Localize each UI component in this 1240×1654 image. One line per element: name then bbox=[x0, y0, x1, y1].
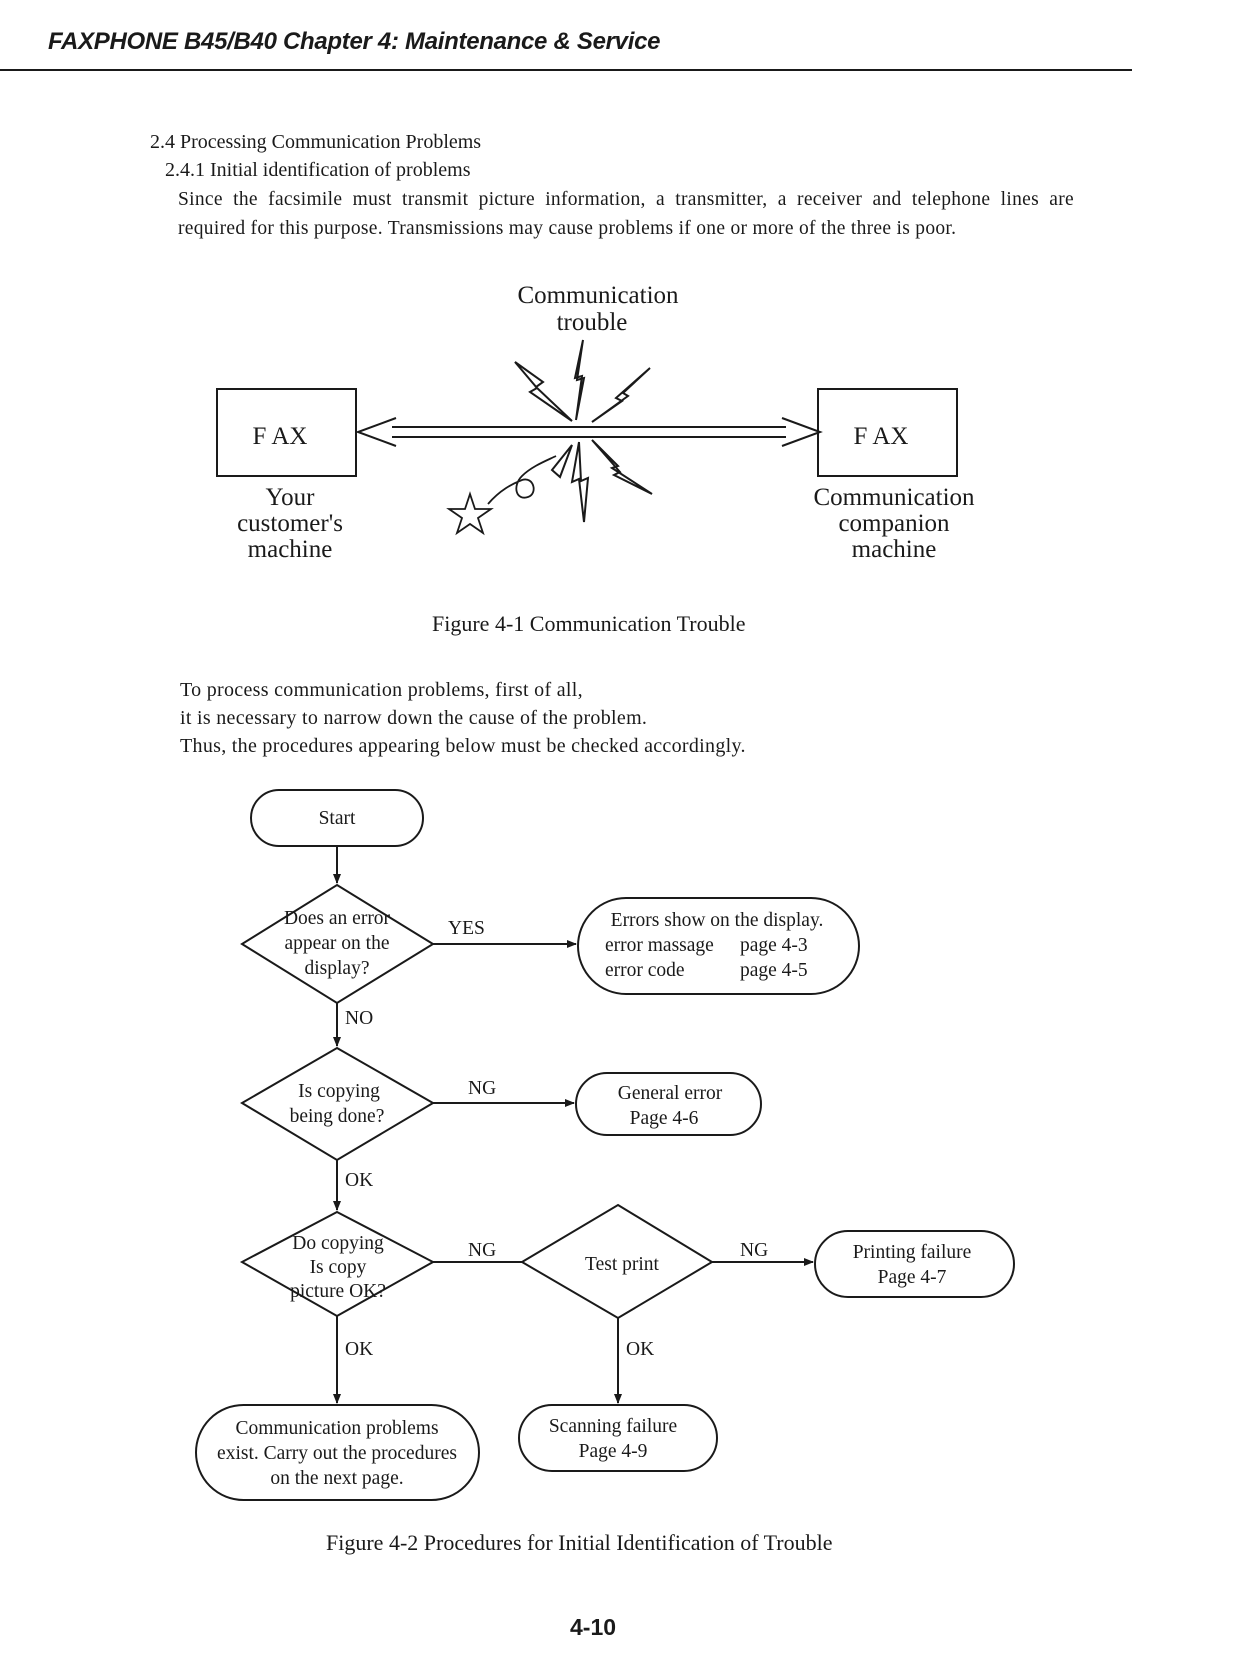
q2-line2: being done? bbox=[290, 1106, 385, 1127]
communication-problems-box bbox=[195, 1404, 480, 1501]
figure-flowchart bbox=[195, 789, 1015, 1501]
tp-ng-label: NG bbox=[740, 1240, 768, 1261]
intro-text: To process communication problems, first… bbox=[180, 676, 746, 760]
scanning-line2: Page 4-9 bbox=[579, 1441, 648, 1462]
q1-no-label: NO bbox=[345, 1008, 373, 1029]
errors-line3: page 4-3 bbox=[740, 935, 808, 956]
document-header: FAXPHONE B45/B40 Chapter 4: Maintenance … bbox=[48, 28, 661, 55]
q3-line1: Do copying bbox=[292, 1233, 384, 1254]
scanning-line1: Scanning failure bbox=[549, 1416, 677, 1437]
squiggle-icon bbox=[487, 455, 557, 505]
trouble-label-line1: Communication bbox=[517, 282, 679, 309]
flowchart-labels: Start Does an error appear on the displa… bbox=[217, 808, 971, 1489]
general-line1: General error bbox=[618, 1083, 723, 1104]
q2-line1: Is copying bbox=[298, 1081, 380, 1102]
general-error-box bbox=[575, 1072, 762, 1136]
companion-fax-label: F AX bbox=[854, 423, 909, 450]
q1-line1: Does an error bbox=[284, 908, 391, 929]
trouble-label-line2: trouble bbox=[557, 309, 628, 336]
errors-line2: error massage bbox=[605, 935, 714, 956]
intro-line2: it is necessary to narrow down the cause… bbox=[180, 707, 648, 729]
errors-line5: page 4-5 bbox=[740, 960, 808, 981]
figure-communication-trouble: Communication trouble F AX F AX Your cus… bbox=[216, 282, 975, 563]
errors-result-box bbox=[577, 897, 860, 995]
header-rule bbox=[0, 69, 1132, 71]
figure1-caption: Figure 4-1 Communication Trouble bbox=[432, 611, 746, 636]
comm-line2: exist. Carry out the procedures bbox=[217, 1443, 457, 1464]
q3-ng-label: NG bbox=[468, 1240, 496, 1261]
comm-line1: Communication problems bbox=[235, 1418, 438, 1439]
star-icon bbox=[446, 491, 494, 536]
printing-line2: Page 4-7 bbox=[878, 1267, 947, 1288]
printing-line1: Printing failure bbox=[853, 1242, 972, 1263]
customer-caption-line3: machine bbox=[248, 536, 333, 563]
q2-ng-label: NG bbox=[468, 1078, 496, 1099]
companion-caption-line2: companion bbox=[838, 510, 950, 537]
figure2-caption: Figure 4-2 Procedures for Initial Identi… bbox=[326, 1530, 833, 1555]
section-paragraph: Since the facsimile must transmit pictur… bbox=[178, 189, 1074, 239]
customer-fax-box bbox=[216, 388, 357, 477]
companion-caption-line1: Communication bbox=[813, 484, 975, 511]
q1-line2: appear on the bbox=[284, 933, 389, 954]
start-label: Start bbox=[319, 808, 356, 829]
errors-line4: error code bbox=[605, 960, 685, 981]
scanning-failure-box bbox=[518, 1404, 718, 1472]
customer-caption-line2: customer's bbox=[237, 510, 343, 537]
printing-failure-box bbox=[814, 1230, 1015, 1298]
q3-ok-label: OK bbox=[345, 1339, 373, 1360]
q1-yes-label: YES bbox=[448, 918, 485, 939]
tp-ok-label: OK bbox=[626, 1339, 654, 1360]
general-line2: Page 4-6 bbox=[630, 1108, 699, 1129]
q3-line3: picture OK? bbox=[290, 1281, 386, 1302]
lightning-bolts-icon bbox=[514, 339, 653, 523]
errors-line1: Errors show on the display. bbox=[611, 910, 824, 931]
test-print-label: Test print bbox=[585, 1254, 659, 1275]
customer-fax-label: F AX bbox=[253, 423, 308, 450]
section-heading: 2.4 Processing Communication Problems bbox=[150, 131, 482, 153]
q2-ok-label: OK bbox=[345, 1170, 373, 1191]
page-number: 4-10 bbox=[570, 1614, 617, 1640]
decision-copying-done bbox=[240, 1046, 435, 1162]
customer-caption-line1: Your bbox=[266, 484, 316, 511]
companion-caption-line3: machine bbox=[852, 536, 937, 563]
communication-line-arrow bbox=[355, 417, 823, 447]
q3-line2: Is copy bbox=[310, 1257, 367, 1278]
comm-line3: on the next page. bbox=[270, 1468, 403, 1489]
intro-line1: To process communication problems, first… bbox=[180, 679, 583, 701]
intro-line3: Thus, the procedures appearing below mus… bbox=[180, 735, 746, 757]
subsection-heading: 2.4.1 Initial identification of problems bbox=[165, 159, 471, 181]
q1-line3: display? bbox=[305, 958, 370, 979]
